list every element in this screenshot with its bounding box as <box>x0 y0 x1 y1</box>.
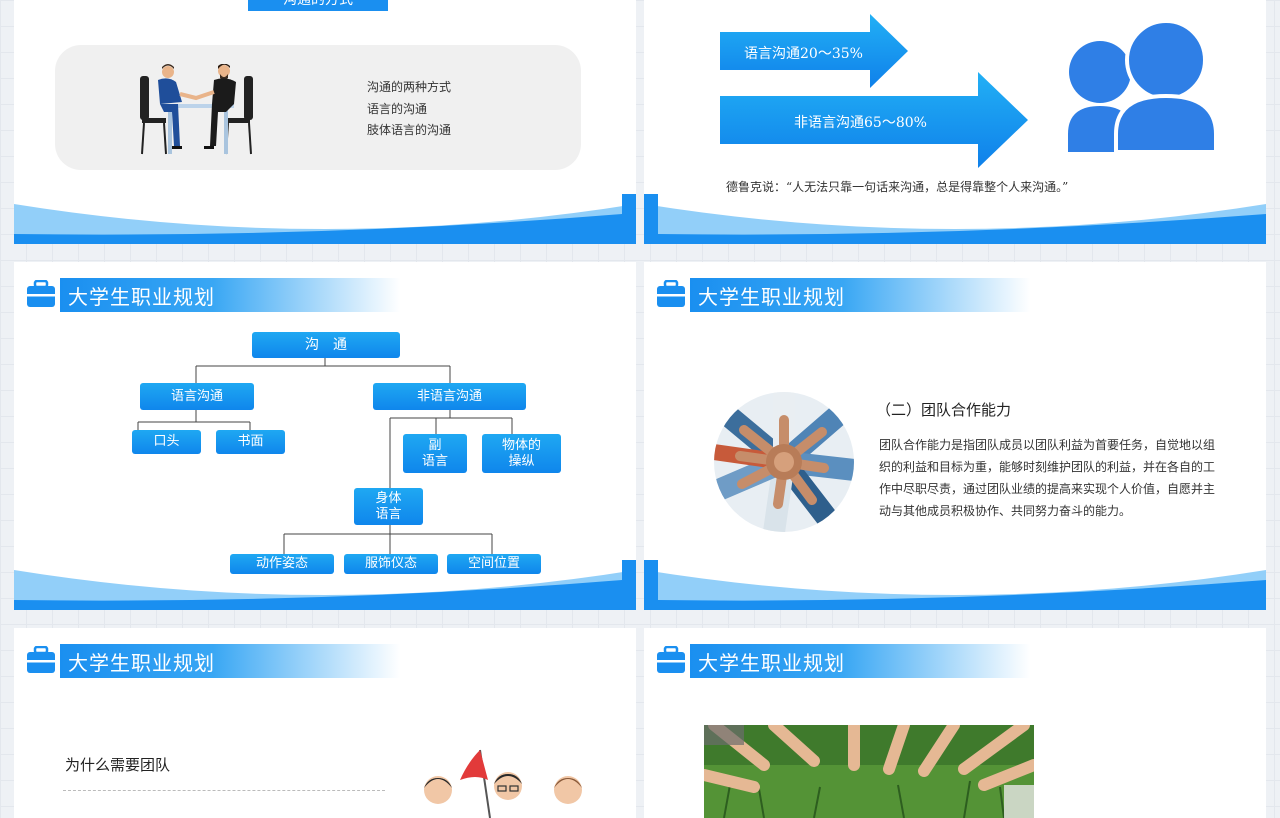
slide-communication-tree[interactable]: 大学生职业规划 沟 通 语言沟通 非语言沟通 口头 书面 副 语言 物体的 操纵 <box>14 262 636 610</box>
node-oral: 口头 <box>132 430 201 454</box>
tree-connectors <box>137 358 513 554</box>
nonverbal-arrow-label: 非语言沟通65～80% <box>794 115 927 131</box>
section-heading: 为什么需要团队 <box>65 756 171 774</box>
header-bar <box>60 644 400 678</box>
page-title: 大学生职业规划 <box>68 651 215 675</box>
meeting-illustration <box>140 64 253 155</box>
people-icon <box>1068 22 1218 152</box>
dashed-divider <box>63 790 385 791</box>
bottom-wave-decoration <box>14 560 636 610</box>
slide-teamwork-ability[interactable]: 大学生职业规划 （二）团队合作能力 团队合作能力是指团队成员以团队利益为首要任务… <box>644 262 1266 610</box>
node-written: 书面 <box>216 430 285 454</box>
team-feet-photo <box>704 725 1034 818</box>
bottom-wave-decoration <box>644 560 1266 610</box>
slide-communication-ratio[interactable]: 语言沟通20～35% 非语言沟通65～80% 德鲁克说：“人无法只靠一句话来沟通… <box>644 0 1266 244</box>
page-title: 大学生职业规划 <box>698 285 845 309</box>
header-bar <box>690 644 1030 678</box>
page-title: 大学生职业规划 <box>68 285 215 309</box>
slide-communication-methods[interactable]: 沟通的方式 沟通的两种方式 语言的沟通 肢体语言的沟通 <box>14 0 636 244</box>
team-hands-photo <box>714 392 854 532</box>
section-tab: 沟通的方式 <box>248 0 388 11</box>
briefcase-icon <box>657 280 685 307</box>
node-space: 空间位置 <box>447 554 541 574</box>
bottom-wave-decoration <box>644 194 1266 244</box>
node-nonverbal: 非语言沟通 <box>373 383 526 410</box>
node-attire: 服饰仪态 <box>344 554 438 574</box>
header-bar <box>60 278 400 312</box>
node-communication: 沟 通 <box>252 332 400 358</box>
section-heading: （二）团队合作能力 <box>876 401 1012 419</box>
verbal-arrow-label: 语言沟通20～35% <box>744 46 863 62</box>
page-title: 大学生职业规划 <box>698 651 845 675</box>
header-bar <box>690 278 1030 312</box>
slide-team-feet[interactable]: 大学生职业规划 <box>644 628 1266 818</box>
bottom-wave-decoration <box>14 194 636 244</box>
node-object-manipulation: 物体的 操纵 <box>482 434 561 473</box>
team-flag-illustration <box>424 749 582 818</box>
briefcase-icon <box>27 280 55 307</box>
list-item: 沟通的两种方式 <box>367 80 452 94</box>
list-item: 语言的沟通 <box>367 101 428 116</box>
content-card <box>55 45 581 170</box>
node-paralanguage: 副 语言 <box>403 434 467 473</box>
briefcase-icon <box>27 646 55 673</box>
slide-why-teams[interactable]: 大学生职业规划 为什么需要团队 <box>14 628 636 818</box>
node-gesture: 动作姿态 <box>230 554 334 574</box>
verbal-arrow <box>720 14 908 88</box>
list-item: 肢体语言的沟通 <box>367 123 452 137</box>
nonverbal-arrow <box>720 72 1028 168</box>
node-body-language: 身体 语言 <box>354 488 423 525</box>
drucker-quote: 德鲁克说：“人无法只靠一句话来沟通，总是得靠整个人来沟通。” <box>726 180 1069 194</box>
teamwork-description: 团队合作能力是指团队成员以团队利益为首要任务，自觉地以组织的利益和目标为重，能够… <box>879 438 1216 518</box>
briefcase-icon <box>657 646 685 673</box>
communication-method-list: 沟通的两种方式 语言的沟通 肢体语言的沟通 <box>367 77 451 142</box>
node-verbal: 语言沟通 <box>140 383 254 410</box>
